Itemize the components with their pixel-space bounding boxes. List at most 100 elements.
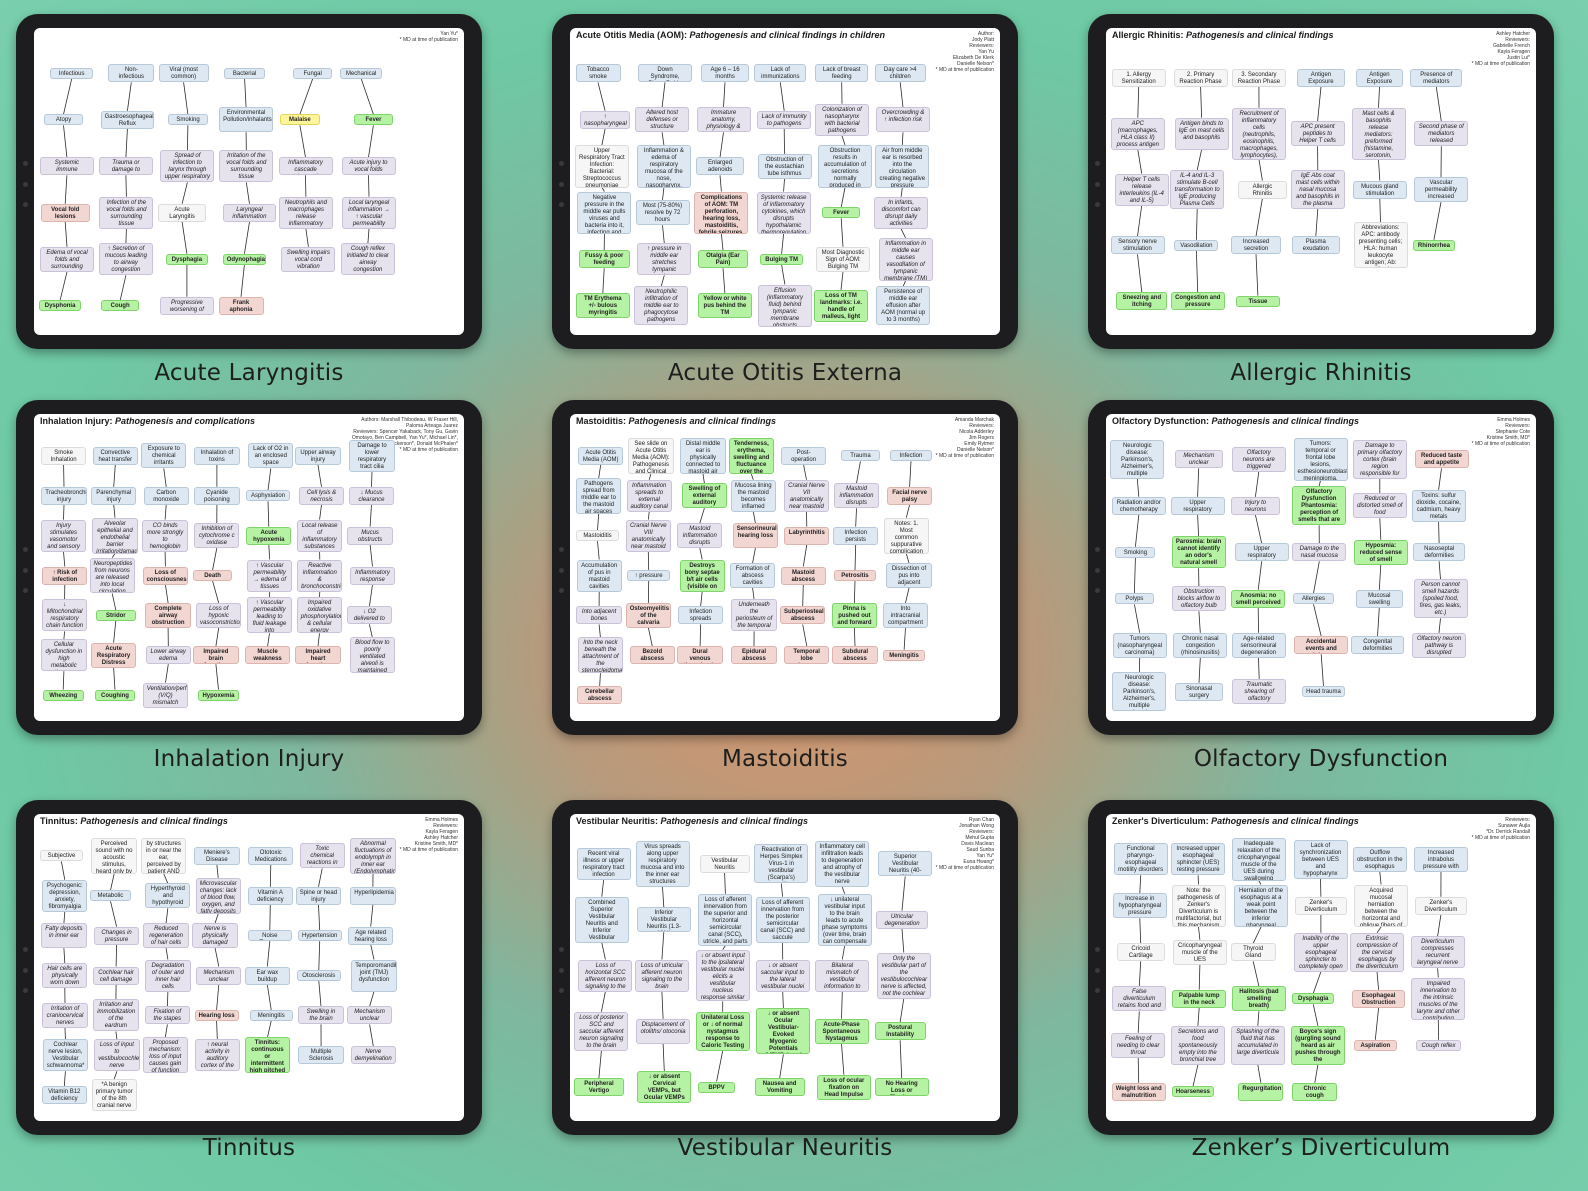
card-caption[interactable]: Olfactory Dysfunction: [1193, 746, 1449, 772]
flow-node-mechanism: Laryngeal inflammation: [223, 203, 276, 222]
flow-arrow: [602, 268, 605, 294]
credit-line: Jim Rogers: [968, 435, 994, 441]
card-caption[interactable]: Vestibular Neuritis: [677, 1135, 893, 1161]
flow-node-pathophysiology: Inflammation & edema of respiratory muco…: [636, 145, 691, 188]
flow-node-symptom: Dysphagia: [166, 253, 208, 265]
flow-arrow: [780, 883, 783, 897]
flow-node-symptom: Odynophagia: [222, 253, 267, 265]
sheet-title-main: Tinnitus:: [40, 816, 81, 826]
card-allergic-rhinitis[interactable]: Allergic Rhinitis: Pathogenesis and clin…: [1088, 14, 1554, 394]
flow-node-mechanism: Mastoid inflammation disrupts nerve: [833, 483, 880, 509]
flow-arrow: [779, 1054, 784, 1079]
credit-line: Gabrielle French: [1493, 43, 1530, 49]
flow-arrow: [369, 1024, 374, 1047]
flow-node-pathophysiology: Infection persists: [833, 526, 879, 545]
flow-node-mechanism: Diverticulum compresses recurrent laryng…: [1410, 936, 1465, 969]
flow-arrow: [1258, 159, 1263, 181]
flow-node-mechanism: Cough reflex initiated to clear airway c…: [340, 243, 395, 276]
flow-node-pathophysiology: Lack of synchronization between UES and …: [1293, 839, 1348, 879]
flow-arrow: [244, 78, 247, 108]
card-caption[interactable]: Tinnitus: [202, 1135, 296, 1161]
flow-arrow: [1312, 1004, 1319, 1026]
flow-arrow: [113, 620, 117, 643]
flow-node-mechanism: Inability of the upper esophageal sphinc…: [1293, 932, 1348, 972]
flow-node-complication: Impaired brain function: [193, 646, 239, 665]
flow-arrow: [841, 1043, 845, 1075]
card-caption[interactable]: Mastoiditis: [722, 746, 848, 772]
card-caption[interactable]: Acute Otitis Externa: [667, 360, 903, 386]
flow-node-pathophysiology: Increased upper esophageal sphincter (UE…: [1171, 843, 1226, 876]
card-vestibular-neuritis[interactable]: Vestibular Neuritis: Pathogenesis and cl…: [552, 800, 1018, 1169]
flow-arrow: [63, 1071, 66, 1087]
flow-arrow: [369, 544, 373, 567]
flow-arrow: [598, 464, 602, 478]
flow-node-pathophysiology: Head trauma: [1301, 686, 1346, 698]
flow-arrow: [1139, 875, 1142, 894]
flow-arrow: [1314, 1064, 1319, 1083]
flow-arrow: [1197, 514, 1199, 537]
flow-node-complication: Acute Respiratory Distress Syndrome: [90, 642, 137, 668]
flow-node-pathophysiology: Convective heat transfer: [92, 446, 138, 465]
flow-node-symptom: TM Erythema +/- bulous myringitis: [575, 293, 630, 319]
flow-arrow: [648, 627, 653, 647]
flow-node-pathophysiology: Gastroesophageal Reflux: [100, 110, 155, 129]
flow-node-symptom: Fever: [354, 114, 393, 126]
card-tinnitus[interactable]: Tinnitus: Pathogenesis and clinical find…: [16, 800, 482, 1169]
card-caption[interactable]: Inhalation Injury: [153, 746, 345, 772]
credit-line: Reviewers:: [969, 829, 994, 835]
flow-arrow: [214, 913, 219, 924]
flow-arrow: [266, 984, 272, 1010]
flow-node-mechanism: Colonization of nasopharynx with bacteri…: [815, 103, 869, 136]
flow-node-symptom: Cough: [101, 300, 140, 312]
flow-node-pathophysiology: Congenital deformities: [1351, 636, 1404, 655]
flow-arrow: [368, 125, 374, 158]
flow-arrow: [1136, 478, 1140, 497]
credit-line: Amanda Marchak: [954, 417, 994, 423]
flow-node-mechanism: Local release of inflammatory substances: [296, 519, 343, 552]
flow-arrow: [1257, 1064, 1262, 1083]
tablet-camera-dot: [23, 547, 28, 553]
flow-node-mechanism: Inflammation in middle ear causes vasodi…: [878, 238, 933, 281]
flow-node-mechanism: Abnormal fluctuations of endolymph in in…: [350, 838, 396, 874]
flow-arrow: [1137, 254, 1143, 293]
card-inhalation-injury[interactable]: Inhalation Injury: Pathogenesis and comp…: [16, 400, 482, 780]
flow-arrow: [856, 461, 861, 484]
card-olfactory-dysfunction[interactable]: Olfactory Dysfunction: Pathogenesis and …: [1088, 400, 1554, 780]
card-caption[interactable]: Acute Laryngitis: [154, 360, 344, 386]
flow-node-mechanism: Hair cells are physically worn down: [42, 963, 88, 988]
flow-node-symptom: No Hearing Loss or Tinnitus: [874, 1078, 929, 1097]
card-caption[interactable]: Zenker’s Diverticulum: [1191, 1135, 1451, 1161]
tablet-camera-dot: [559, 161, 564, 167]
flow-node-pathophysiology: Increased secretion: [1231, 236, 1282, 255]
flow-arrow: [1198, 926, 1201, 940]
flow-arrow: [187, 125, 189, 151]
sheet-title-main: Mastoiditis:: [576, 416, 629, 426]
flow-node-complication: Vocal fold lesions: [40, 203, 90, 222]
flow-node-pathophysiology: Vascular permeability increased: [1414, 177, 1468, 202]
card-zenker-s-diverticulum[interactable]: Zenker's Diverticulum: Pathogenesis and …: [1088, 800, 1554, 1169]
flow-node-complication: Impaired heart function: [295, 646, 341, 665]
card-mastoiditis[interactable]: Mastoiditis: Pathogenesis and clinical f…: [552, 400, 1018, 780]
flow-arrow: [700, 591, 703, 607]
credit-line: * MD at time of publication: [399, 447, 458, 453]
flow-node-complication: Osteomyelitis of the calvaria: [625, 602, 672, 628]
flow-node-symptom: Hypoxemia: [197, 689, 240, 701]
tablet-camera-dot: [1095, 947, 1100, 953]
flow-node-mechanism: Irritation of craniocervical nerves: [42, 1002, 88, 1028]
credit-line: Reviewers:: [1505, 37, 1530, 43]
flow-node-mechanism: Loss of posterior SCC and saccular affer…: [574, 1011, 629, 1051]
flow-node-pathophysiology: *A benign primary tumor of the 8th crani…: [91, 1079, 137, 1112]
card-caption[interactable]: Allergic Rhinitis: [1230, 360, 1412, 386]
credit-line: Danielle Nelson*: [957, 447, 994, 453]
flow-arrow: [803, 464, 807, 480]
flow-arrow: [854, 627, 856, 647]
flow-arrow: [63, 911, 66, 924]
card-acute-otitis-externa[interactable]: Acute Otitis Media (AOM): Pathogenesis a…: [552, 14, 1018, 394]
flow-arrow: [1438, 618, 1441, 633]
flow-node-symptom: Pinna is pushed out and forward: [831, 602, 878, 628]
flow-node-mechanism: IL-4 and IL-3 stimulate B-cell transform…: [1170, 170, 1225, 209]
flow-arrow: [1317, 86, 1322, 122]
